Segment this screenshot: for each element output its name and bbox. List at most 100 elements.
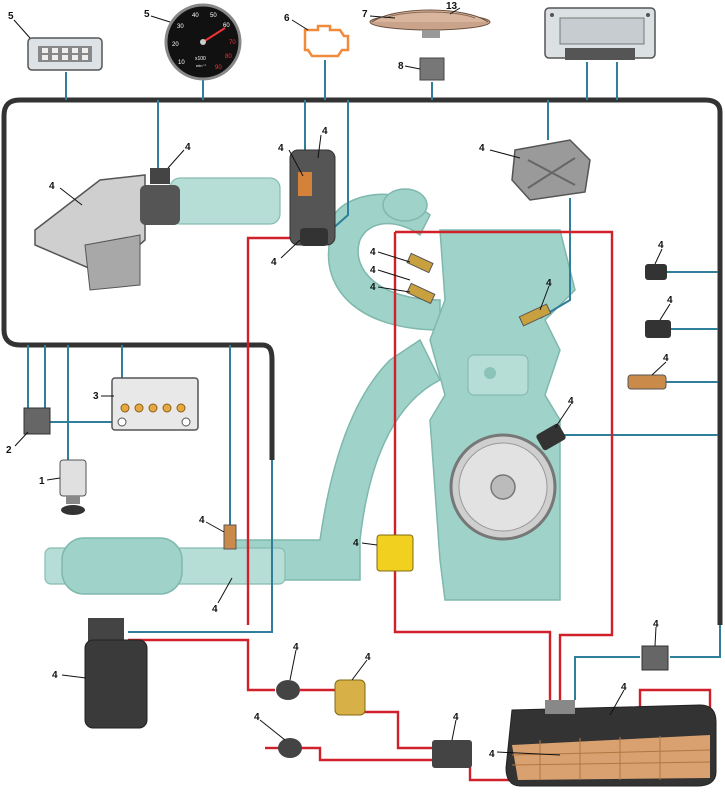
callout-4: 4 — [479, 143, 485, 154]
battery — [111, 377, 199, 431]
tps-sensor — [298, 172, 312, 196]
vent-line-c — [362, 710, 432, 750]
callout-4: 4 — [370, 282, 376, 293]
callout-4: 4 — [212, 604, 218, 615]
callout-5: 5 — [144, 9, 150, 20]
wire-pump-relay — [670, 625, 721, 658]
callout-6: 6 — [284, 13, 290, 24]
callout-4: 4 — [199, 515, 205, 526]
gravity-valve — [432, 740, 472, 768]
tach-needle — [202, 27, 226, 43]
callout-4: 4 — [278, 143, 284, 154]
tachometer: 10 20 30 40 50 60 70 80 90 x100 min⁻¹ — [164, 3, 242, 81]
tach-unit: x100 — [195, 56, 206, 62]
callout-4: 4 — [453, 712, 459, 723]
wire-canister — [128, 460, 273, 633]
tach-tick-label: 40 — [192, 13, 199, 19]
callout-2: 2 — [6, 445, 12, 456]
fuel-pump-flange — [545, 700, 575, 714]
callout-13: 13 — [446, 1, 458, 12]
leader-lines — [13, 7, 671, 756]
intake-manifold-ghost — [327, 193, 441, 331]
callout-4: 4 — [653, 619, 659, 630]
vent-line-e — [300, 746, 432, 762]
fuel-return-line — [395, 230, 614, 705]
exhaust-downpipe-ghost — [229, 338, 442, 581]
callout-5: 5 — [8, 11, 14, 22]
air-filter — [34, 168, 180, 291]
check-engine-icon — [303, 24, 350, 58]
callout-4: 4 — [546, 278, 552, 289]
callout-4: 4 — [658, 240, 664, 251]
tach-tick-label: 50 — [210, 13, 217, 19]
callout-labels: 5 5 6 7 13 8 4 4 4 4 4 4 4 4 4 4 4 4 4 4… — [6, 1, 673, 760]
callout-4: 4 — [370, 247, 376, 258]
engine-ghost — [44, 177, 576, 601]
tach-tick-label: 60 — [223, 23, 230, 29]
tach-tick-label: 70 — [229, 40, 236, 46]
callout-4: 4 — [254, 712, 260, 723]
maf-connector — [150, 168, 170, 184]
carbon-canister — [84, 618, 148, 729]
fuel-lines — [128, 230, 712, 782]
callout-4: 4 — [365, 652, 371, 663]
fuel-injectors — [406, 252, 436, 305]
callout-1: 1 — [39, 476, 45, 487]
fan-relay — [419, 57, 445, 81]
callout-3: 3 — [93, 391, 99, 402]
fan-icon — [369, 9, 491, 38]
vent-line-a — [128, 638, 275, 692]
piston-ghost — [467, 354, 529, 396]
tach-sub: min⁻¹ — [196, 63, 207, 68]
spark-plug — [518, 303, 552, 327]
maf-sensor — [140, 185, 180, 225]
tach-tick-label: 80 — [225, 54, 232, 60]
flywheel-hub — [490, 474, 516, 500]
ecu-module — [544, 7, 656, 60]
diagnostic-connector — [27, 37, 103, 71]
knock-sensor — [536, 423, 566, 451]
callout-4: 4 — [52, 670, 58, 681]
fuel-tank — [505, 700, 717, 787]
callout-4: 4 — [663, 353, 669, 364]
callout-8: 8 — [398, 61, 404, 72]
tach-tick-label: 30 — [177, 24, 184, 30]
callout-4: 4 — [322, 126, 328, 137]
intake-hose-ghost — [169, 177, 281, 225]
ignition-coil — [511, 139, 591, 201]
tach-tick-label: 10 — [178, 60, 185, 66]
signal-wires — [27, 60, 721, 700]
lambda-sensor — [223, 524, 237, 550]
fuel-filter — [376, 534, 414, 572]
callout-4: 4 — [489, 749, 495, 760]
sensor-b — [645, 320, 671, 338]
tach-tick-label: 20 — [172, 42, 179, 48]
callout-4: 4 — [568, 396, 574, 407]
tach-tick-label: 90 — [215, 65, 222, 71]
wire-fuel-pump — [574, 656, 640, 700]
harness-left — [1, 97, 275, 460]
iac-valve — [300, 228, 328, 246]
intake-flange-ghost — [382, 188, 428, 222]
separator-valve — [334, 679, 366, 716]
callout-4: 4 — [49, 181, 55, 192]
catalytic-converter-ghost — [61, 537, 183, 595]
fuel-supply-line — [393, 570, 552, 705]
harness-top-right — [20, 97, 723, 625]
callout-4: 4 — [370, 265, 376, 276]
callout-7: 7 — [362, 9, 368, 20]
temp-sensor — [627, 374, 667, 390]
engine-block-ghost — [429, 229, 576, 601]
check-valve-a — [276, 680, 300, 700]
callout-4: 4 — [185, 142, 191, 153]
sensor-a — [645, 264, 667, 280]
piston-pin-ghost — [484, 367, 496, 379]
speed-sensor — [59, 459, 87, 515]
callout-4: 4 — [271, 257, 277, 268]
callout-4: 4 — [293, 642, 299, 653]
check-valve-b — [278, 738, 302, 758]
callout-4: 4 — [621, 682, 627, 693]
callout-4: 4 — [667, 295, 673, 306]
